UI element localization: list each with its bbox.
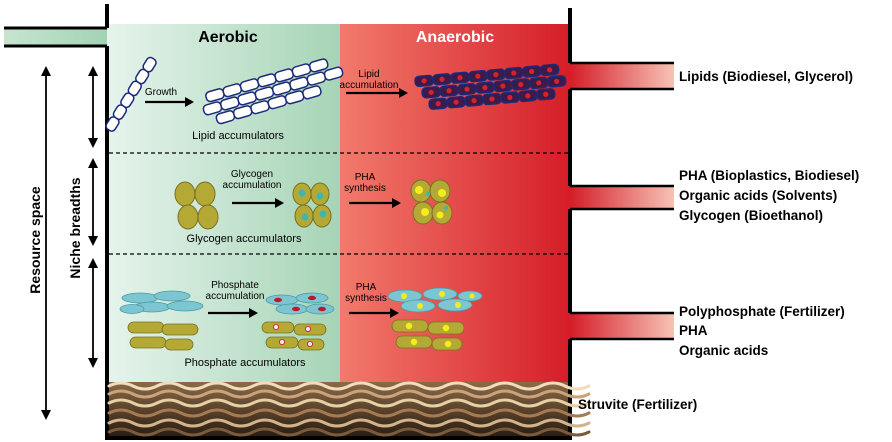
- outlet-pipe-phosphate: [570, 313, 674, 339]
- process-label-pha-synthesis-1: PHA: [355, 172, 376, 183]
- process-label-lipid-accumulation-2: accumulation: [340, 80, 399, 91]
- process-label-glycogen-accumulation-2: accumulation: [223, 180, 282, 191]
- lipid-cell-filaments-anaerobic: [414, 63, 567, 110]
- process-label-growth: Growth: [145, 87, 177, 98]
- group-label-lipid: Lipid accumulators: [192, 130, 284, 142]
- group-label-glycogen: Glycogen accumulators: [187, 233, 302, 245]
- sediment-waves: [107, 381, 591, 437]
- process-label-phosphate-accumulation-1: Phosphate: [211, 280, 259, 291]
- resource-space-arrow: [41, 66, 51, 420]
- output-polyphosphate: Polyphosphate (Fertilizer): [679, 304, 845, 319]
- niche-breadths-label: Niche breadths: [67, 177, 83, 278]
- process-label-glycogen-accumulation-1: Glycogen: [231, 169, 273, 180]
- inlet-pipe: [4, 28, 107, 46]
- inlet-pipe-outline: [4, 26, 107, 48]
- phosphate-cells-plain: [119, 290, 204, 351]
- aerobic-header: Aerobic: [198, 29, 258, 46]
- outlet-pipe-glycogen: [570, 186, 674, 209]
- output-organic-acids-solvents: Organic acids (Solvents): [679, 188, 837, 203]
- lipid-cell-filaments-aerobic: [202, 58, 344, 125]
- output-pha-bioplastics: PHA (Bioplastics, Biodiesel): [679, 168, 859, 183]
- outlet-pipe-outlines: [570, 61, 674, 341]
- glycogen-cells-plain: [174, 181, 219, 230]
- niche-breadth-arrows: [88, 66, 98, 368]
- glycogen-cells-pha: [410, 179, 453, 225]
- process-label-pha-synthesis-4: synthesis: [345, 293, 387, 304]
- lipid-cell-chain-single: [105, 56, 157, 132]
- phosphate-cells-loaded: [261, 292, 335, 351]
- process-label-pha-synthesis-3: PHA: [356, 282, 377, 293]
- glycogen-cells-loaded: [292, 182, 332, 228]
- output-lipids: Lipids (Biodiesel, Glycerol): [679, 69, 853, 84]
- phosphate-cells-pha: [387, 287, 483, 351]
- resource-space-label: Resource space: [27, 186, 43, 294]
- anaerobic-header: Anaerobic: [416, 29, 494, 46]
- group-label-phosphate: Phosphate accumulators: [184, 357, 306, 369]
- process-arrows: [145, 88, 408, 318]
- output-glycogen-bioethanol: Glycogen (Bioethanol): [679, 208, 823, 223]
- process-label-lipid-accumulation-1: Lipid: [358, 69, 379, 80]
- output-organic-acids: Organic acids: [679, 343, 768, 358]
- outlet-pipe-lipids: [570, 63, 674, 89]
- process-label-pha-synthesis-2: synthesis: [344, 183, 386, 194]
- process-label-phosphate-accumulation-2: accumulation: [206, 291, 265, 302]
- output-struvite: Struvite (Fertilizer): [578, 397, 697, 412]
- output-pha: PHA: [679, 323, 708, 338]
